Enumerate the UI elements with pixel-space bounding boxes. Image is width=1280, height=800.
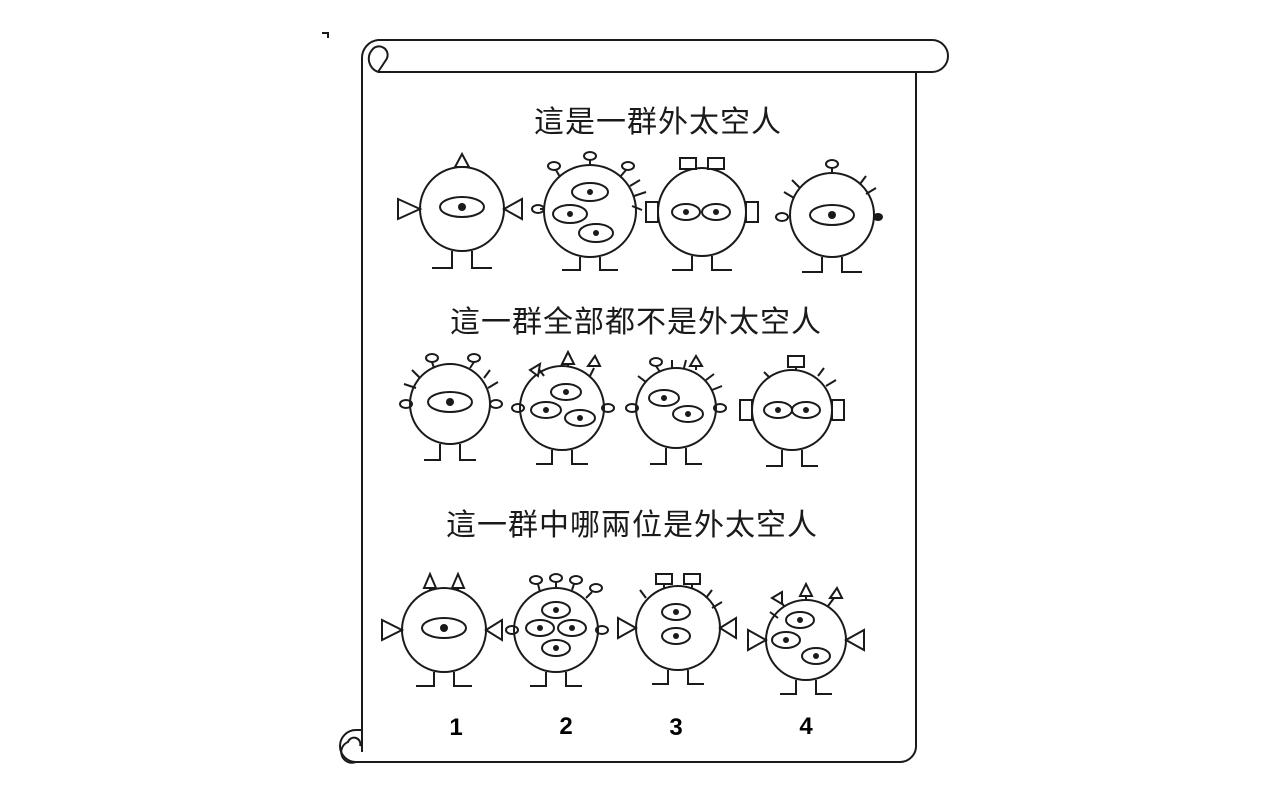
row1-title: 這是一群外太空人 xyxy=(534,105,782,140)
row1-alien-4 xyxy=(775,159,883,273)
label-4: 4 xyxy=(799,713,813,740)
label-1: 1 xyxy=(449,714,462,741)
row1-alien-1 xyxy=(397,151,523,269)
row1-alien-3 xyxy=(645,157,759,271)
row3-alien-4 xyxy=(747,581,865,695)
corner-mark xyxy=(322,32,329,38)
row3-alien-3 xyxy=(617,573,737,685)
row2-alien-1 xyxy=(399,353,503,461)
row1-alien-2 xyxy=(531,151,647,271)
scroll-frame xyxy=(339,39,949,764)
row2-alien-3 xyxy=(625,354,727,465)
row2-alien-2 xyxy=(511,349,615,465)
row3-alien-2 xyxy=(505,573,609,687)
label-3: 3 xyxy=(669,714,682,741)
row3-alien-1 xyxy=(381,571,503,687)
row2-title: 這一群全部都不是外太空人 xyxy=(450,305,822,340)
label-2: 2 xyxy=(559,713,572,740)
row3-title: 這一群中哪兩位是外太空人 xyxy=(446,508,818,543)
row2-alien-4 xyxy=(739,355,845,467)
